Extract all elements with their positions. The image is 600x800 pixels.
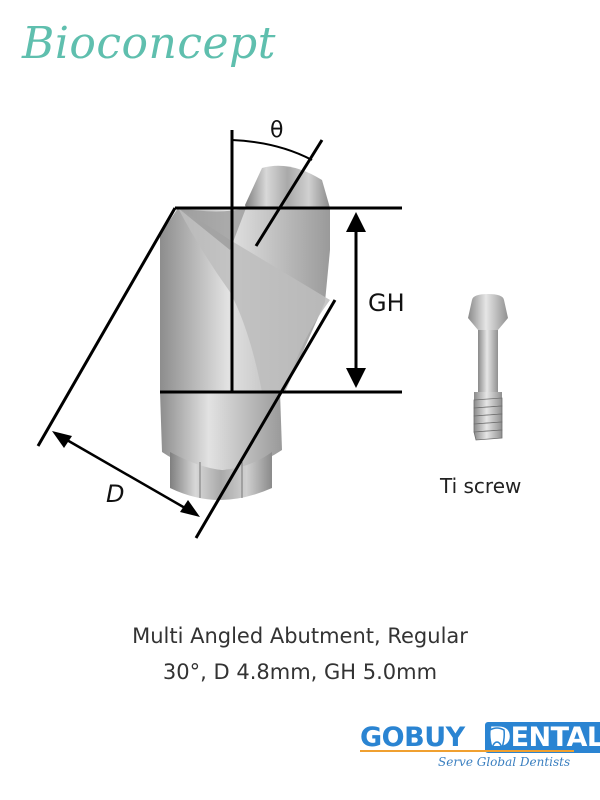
logo-buy: BUY — [404, 722, 465, 753]
brand-logo-text: Bioconcept — [22, 18, 276, 69]
logo-go: GO — [360, 722, 405, 753]
product-caption: Multi Angled Abutment, Regular 30°, D 4.… — [0, 618, 600, 690]
caption-line-1: Multi Angled Abutment, Regular — [132, 624, 468, 648]
d-label: D — [106, 480, 124, 508]
caption-line-2: 30°, D 4.8mm, GH 5.0mm — [162, 660, 438, 684]
tooth-icon — [489, 727, 505, 750]
logo-tagline: Serve Global Dentists — [438, 755, 571, 769]
abutment-diagram: θ GH D — [36, 118, 508, 539]
theta-label: θ — [270, 118, 283, 143]
ti-screw — [468, 294, 508, 441]
dimension-lines — [36, 130, 402, 539]
dimension-arrowheads — [52, 212, 366, 517]
logo-wordmark: GOBUY DENTAL — [360, 722, 600, 753]
logo-dental: DENTAL — [484, 722, 600, 753]
gh-label: GH — [368, 289, 405, 317]
ti-screw-label: Ti screw — [440, 474, 522, 498]
gobuydental-logo: GOBUY DENTAL Serve Global Dentists — [360, 722, 600, 782]
logo-underline — [360, 750, 574, 752]
abutment-body — [160, 165, 330, 500]
